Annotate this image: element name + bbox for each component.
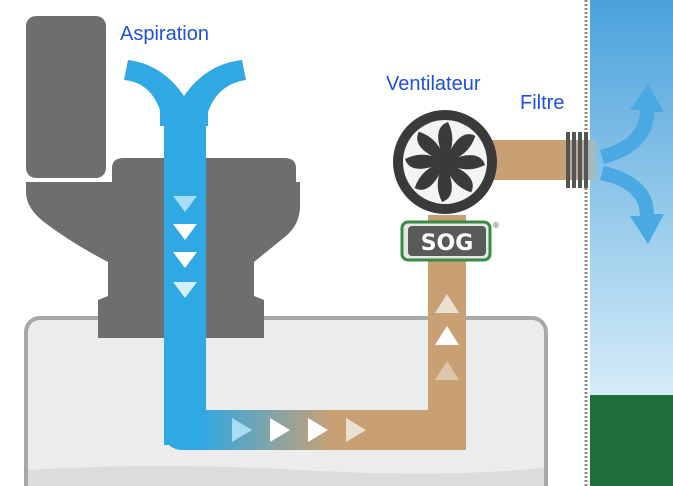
filter-ring: [584, 132, 588, 188]
label-ventilateur: Ventilateur: [386, 73, 481, 95]
tank-wave: [28, 466, 544, 486]
horizontal-pipe: [164, 400, 428, 450]
flow-arrow-icon: [173, 252, 197, 268]
flow-arrow-icon: [435, 361, 459, 380]
down-flow-arrows: [173, 196, 197, 298]
label-filtre: Filtre: [520, 92, 565, 114]
flow-arrow-icon: [308, 418, 328, 442]
flow-arrow-icon: [435, 326, 459, 345]
flow-arrow-icon: [435, 294, 459, 313]
filter-ring: [578, 132, 582, 188]
sog-logo-badge: [408, 226, 486, 256]
flow-arrow-icon: [173, 196, 197, 212]
flow-arrow-icon: [173, 224, 197, 240]
aspiration-funnel: [124, 60, 246, 126]
sog-logo: SOG ®: [400, 220, 500, 262]
flow-arrow-icon: [346, 418, 366, 442]
flow-arrow-icon: [173, 282, 197, 298]
fan-hub: [439, 156, 451, 168]
exhaust-arrow-up-icon: [600, 84, 664, 164]
filter-ring: [572, 132, 576, 188]
toilet-bowl: [26, 182, 300, 338]
fan-icon: [393, 110, 497, 214]
sog-logo-text: SOG: [421, 231, 474, 256]
grass-area: [590, 395, 673, 486]
fan-blades: [405, 122, 485, 202]
tank-body: [24, 316, 548, 486]
up-flow-arrows: [435, 294, 459, 380]
filter-ring: [566, 132, 570, 188]
flow-arrow-icon: [270, 418, 290, 442]
toilet-cistern: [26, 16, 106, 178]
sky-area: [590, 0, 673, 395]
exhaust-arrow-down-icon: [600, 166, 664, 244]
label-aspiration: Aspiration: [120, 23, 209, 45]
sog-logo-registered: ®: [492, 221, 500, 230]
flow-arrow-icon: [232, 418, 252, 442]
right-flow-arrows: [232, 418, 366, 442]
toilet: [26, 16, 300, 338]
exhaust-arrows: [600, 84, 664, 244]
filter: [566, 132, 588, 188]
